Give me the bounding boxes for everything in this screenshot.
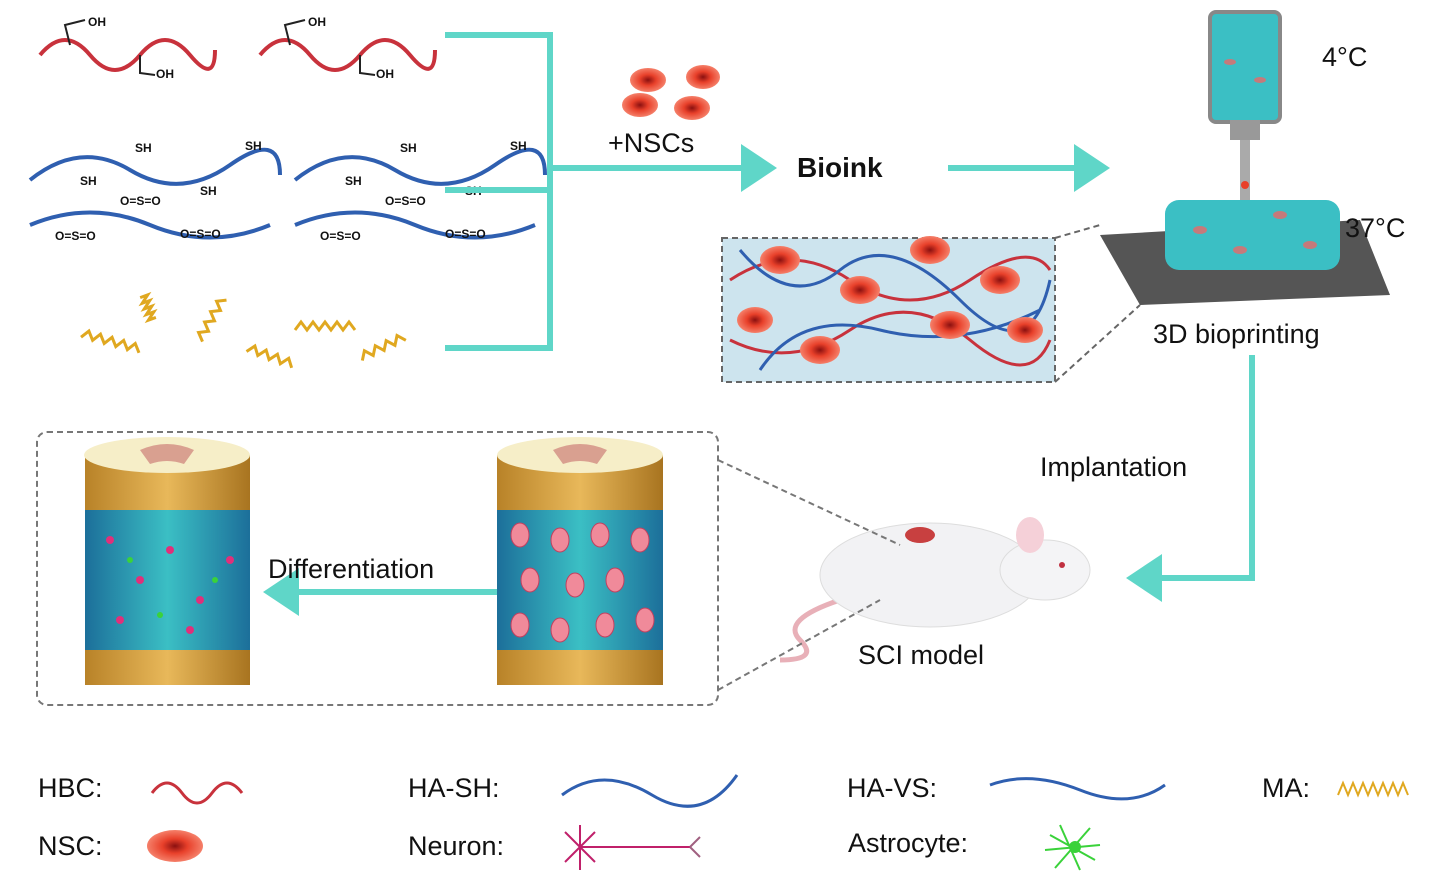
legend-hbc-label: HBC: bbox=[38, 773, 103, 803]
ma-helices bbox=[80, 291, 407, 369]
legend-neuron-label: Neuron: bbox=[408, 831, 504, 861]
legend: HBC: HA-SH: HA-VS: MA: NSC: Neuron: Astr… bbox=[38, 773, 1409, 871]
implantation-label: Implantation bbox=[1040, 452, 1187, 482]
oh-label: OH bbox=[156, 67, 174, 81]
ha-chains: SH SH SH SH SH SH SH SH O=S=O O=S=O O=S=… bbox=[28, 139, 547, 243]
bioprinting-label: 3D bioprinting bbox=[1153, 319, 1320, 349]
differentiation-label: Differentiation bbox=[268, 554, 434, 584]
implant-detail-box bbox=[36, 431, 719, 706]
sh-label: SH bbox=[200, 184, 217, 198]
legend-ha-vs-swatch bbox=[989, 777, 1166, 801]
vs-label: O=S=O bbox=[55, 229, 96, 243]
vs-label: O=S=O bbox=[385, 194, 426, 208]
sci-model-label: SCI model bbox=[858, 640, 984, 670]
merge-arrow bbox=[263, 32, 1255, 616]
vs-label: O=S=O bbox=[180, 227, 221, 241]
differentiated-implant bbox=[84, 437, 250, 685]
hydrogel-network-inset bbox=[721, 224, 1141, 383]
oh-label: OH bbox=[376, 67, 394, 81]
oh-label: OH bbox=[308, 15, 326, 29]
legend-nsc-swatch bbox=[147, 830, 203, 862]
sh-label: SH bbox=[245, 139, 262, 153]
vs-label: O=S=O bbox=[320, 229, 361, 243]
temp-cold-label: 4°C bbox=[1322, 42, 1367, 72]
oh-label: OH bbox=[88, 15, 106, 29]
nsc-cells bbox=[622, 65, 720, 120]
temp-warm-label: 37°C bbox=[1345, 213, 1405, 243]
vs-label: O=S=O bbox=[120, 194, 161, 208]
vs-label: O=S=O bbox=[445, 227, 486, 241]
legend-neuron-swatch bbox=[564, 825, 701, 870]
legend-nsc-label: NSC: bbox=[38, 831, 103, 861]
legend-ha-sh-swatch bbox=[561, 774, 739, 808]
nscs-label: +NSCs bbox=[608, 128, 694, 158]
sh-label: SH bbox=[80, 174, 97, 188]
sh-label: SH bbox=[135, 141, 152, 155]
legend-ha-vs-label: HA-VS: bbox=[847, 773, 937, 803]
bioink-label: Bioink bbox=[797, 152, 883, 183]
legend-astrocyte-label: Astrocyte: bbox=[848, 828, 968, 858]
nsc-laden-implant bbox=[497, 437, 663, 685]
legend-hbc-swatch bbox=[150, 781, 244, 805]
legend-ma-label: MA: bbox=[1262, 773, 1310, 803]
bioprinter-illustration bbox=[1100, 10, 1390, 305]
sh-label: SH bbox=[510, 139, 527, 153]
legend-astrocyte-swatch bbox=[1044, 824, 1101, 871]
mouse-illustration bbox=[779, 517, 1091, 663]
legend-ma-swatch bbox=[1337, 780, 1409, 798]
legend-ha-sh-label: HA-SH: bbox=[408, 773, 500, 803]
sh-label: SH bbox=[345, 174, 362, 188]
hbc-chains: OH OH OH OH bbox=[38, 15, 437, 81]
sh-label: SH bbox=[400, 141, 417, 155]
